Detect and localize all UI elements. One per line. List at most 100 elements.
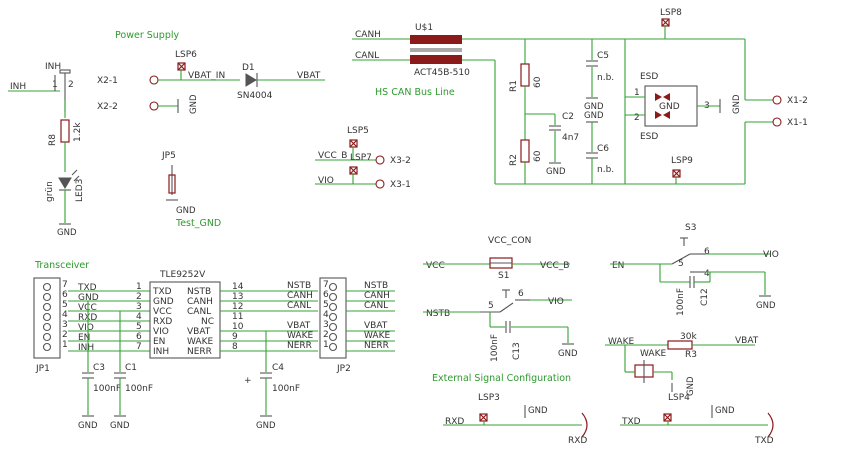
jp1-net: GND <box>78 293 99 303</box>
ic-pin-num: 11 <box>232 312 243 322</box>
ic-pin-name: RXD <box>153 317 172 327</box>
c2-label: C2 <box>562 112 574 122</box>
test-point-lsp6[interactable]: LSP6 <box>175 50 197 80</box>
c5-value: n.b. <box>597 73 614 83</box>
ic-pin-num: 7 <box>136 342 142 352</box>
resistor-r3: 30k R3 <box>667 332 697 360</box>
connector-x3-2[interactable] <box>375 155 385 165</box>
inh-pin1: 1 <box>52 80 58 90</box>
switch-s3[interactable]: 5 6 4 <box>671 237 710 279</box>
test-point-lsp9[interactable]: LSP9 <box>671 156 693 184</box>
d1-part: SN4004 <box>237 91 273 101</box>
esd2-label: ESD <box>640 132 658 142</box>
power-supply-block: Power Supply INH INH 1 2 R8 1.2k grün LE… <box>8 30 325 238</box>
c13-label: C13 <box>512 342 522 360</box>
c1-label: C1 <box>125 363 137 373</box>
switch-wake[interactable]: WAKE <box>634 349 666 383</box>
lsp3-label: LSP3 <box>478 393 500 403</box>
net-vbat: VBAT <box>297 71 321 81</box>
connector-x3-1[interactable] <box>375 179 385 189</box>
gnd-esd: GND <box>732 94 742 114</box>
jp1-pin: 6 <box>62 290 68 300</box>
connector-x1-1[interactable] <box>772 117 782 127</box>
esd-protection: ESD GND ESD 1 2 3 <box>634 72 710 142</box>
esd-pin2: 2 <box>634 113 640 123</box>
ic-left-pins: TXD GND VCC RXD VIO EN INH 1 2 3 4 5 6 7 <box>136 282 174 357</box>
lsp9-label: LSP9 <box>671 156 693 166</box>
net-x3-2: X3-2 <box>390 156 411 166</box>
net-inh-label: INH <box>10 82 26 92</box>
capacitor-c4: + C4 100nF GND <box>244 331 300 431</box>
lsp5-label: LSP5 <box>347 126 369 136</box>
wake-block: WAKE 30k R3 VBAT WAKE GND <box>605 332 759 396</box>
power-supply-title: Power Supply <box>115 30 179 41</box>
jp2-pin: 3 <box>323 320 329 330</box>
txd-connector[interactable] <box>767 412 774 438</box>
gnd-c13: GND <box>558 349 578 359</box>
ic-pin-name: WAKE <box>187 337 213 347</box>
connector-x1-2[interactable] <box>772 95 782 105</box>
rxd-connector[interactable] <box>581 412 588 438</box>
choke-us1: U$1 ACT45B-510 <box>410 23 470 78</box>
net-x1-1: X1-1 <box>787 118 808 128</box>
test-point-lsp3[interactable]: LSP3 <box>478 393 500 425</box>
s3-pin4: 4 <box>704 269 710 279</box>
jp2-net: CANL <box>364 301 388 311</box>
capacitor-c5: C5 n.b. GND <box>584 51 614 112</box>
vcc-nstb-block: VCC_CON VCC VCC_B S1 NSTB 5 6 VIO 100nF <box>423 236 578 362</box>
jp1-net: TXD <box>77 283 97 293</box>
inh-pin2: 2 <box>68 80 74 90</box>
net-x1-2: X1-2 <box>787 96 808 106</box>
connector-x2-1[interactable] <box>149 75 159 85</box>
choke-part: ACT45B-510 <box>414 68 470 78</box>
r2-label: R2 <box>509 154 519 166</box>
header-jp1: JP1 <box>33 277 61 374</box>
r1-label: R1 <box>509 80 519 92</box>
ic-pin-num: 4 <box>136 312 142 322</box>
jp1-label: JP1 <box>35 364 50 374</box>
esd-gnd: GND <box>659 102 680 112</box>
connector-x2-2[interactable] <box>149 101 159 111</box>
c5-label: C5 <box>597 51 609 61</box>
lsp6-label: LSP6 <box>175 50 197 60</box>
net-x2-2: X2-2 <box>97 102 118 112</box>
jp2-net: WAKE <box>364 331 390 341</box>
test-point-lsp7[interactable]: LSP7 <box>349 153 372 175</box>
test-point-lsp5[interactable]: LSP5 <box>347 126 369 148</box>
jp1-pin: 4 <box>62 310 68 320</box>
jp1-pin: 1 <box>62 340 68 350</box>
net-vbat-in: VBAT_IN <box>188 71 225 81</box>
jp1-net: INH <box>78 343 94 353</box>
ic-pin-name: GND <box>153 297 174 307</box>
capacitor-c13: 100nF C13 <box>490 321 522 362</box>
jp1-net: VCC <box>78 303 97 313</box>
diode-d1: D1 SN4004 <box>237 63 273 101</box>
ic-right-net: VBAT <box>287 321 311 331</box>
capacitor-c3: C3 100nF GND <box>78 301 121 431</box>
ic-right-net: NERR <box>287 341 312 351</box>
led3-color: grün <box>45 181 55 202</box>
ic-pin-num: 8 <box>232 342 238 352</box>
c12-value: 100nF <box>676 288 686 316</box>
s3-pin6: 6 <box>704 247 710 257</box>
jumper-vcc-con <box>489 257 513 269</box>
jp2-pin: 7 <box>323 280 329 290</box>
gnd-x2-2: GND <box>189 94 199 114</box>
switch-s1[interactable]: 5 6 <box>480 289 530 313</box>
gnd-c4: GND <box>256 421 276 431</box>
s3-pin5: 5 <box>678 259 684 269</box>
jp1-pin: 2 <box>62 330 68 340</box>
c6-label: C6 <box>597 144 609 154</box>
net-vbat-2: VBAT <box>735 336 759 346</box>
test-point-lsp8[interactable]: LSP8 <box>660 8 682 39</box>
ic-pin-name: CANH <box>187 297 213 307</box>
test-point-lsp4[interactable]: LSP4 <box>663 393 690 425</box>
net-canh: CANH <box>355 30 381 40</box>
capacitor-c1: C1 100nF GND <box>110 311 153 431</box>
s3-label: S3 <box>685 223 696 233</box>
test-gnd-label: Test_GND <box>175 218 221 229</box>
r8-value: 1.2k <box>73 122 83 142</box>
ext-signal-title: External Signal Configuration <box>432 373 571 384</box>
capacitor-c6: GND C6 n.b. <box>584 111 614 184</box>
